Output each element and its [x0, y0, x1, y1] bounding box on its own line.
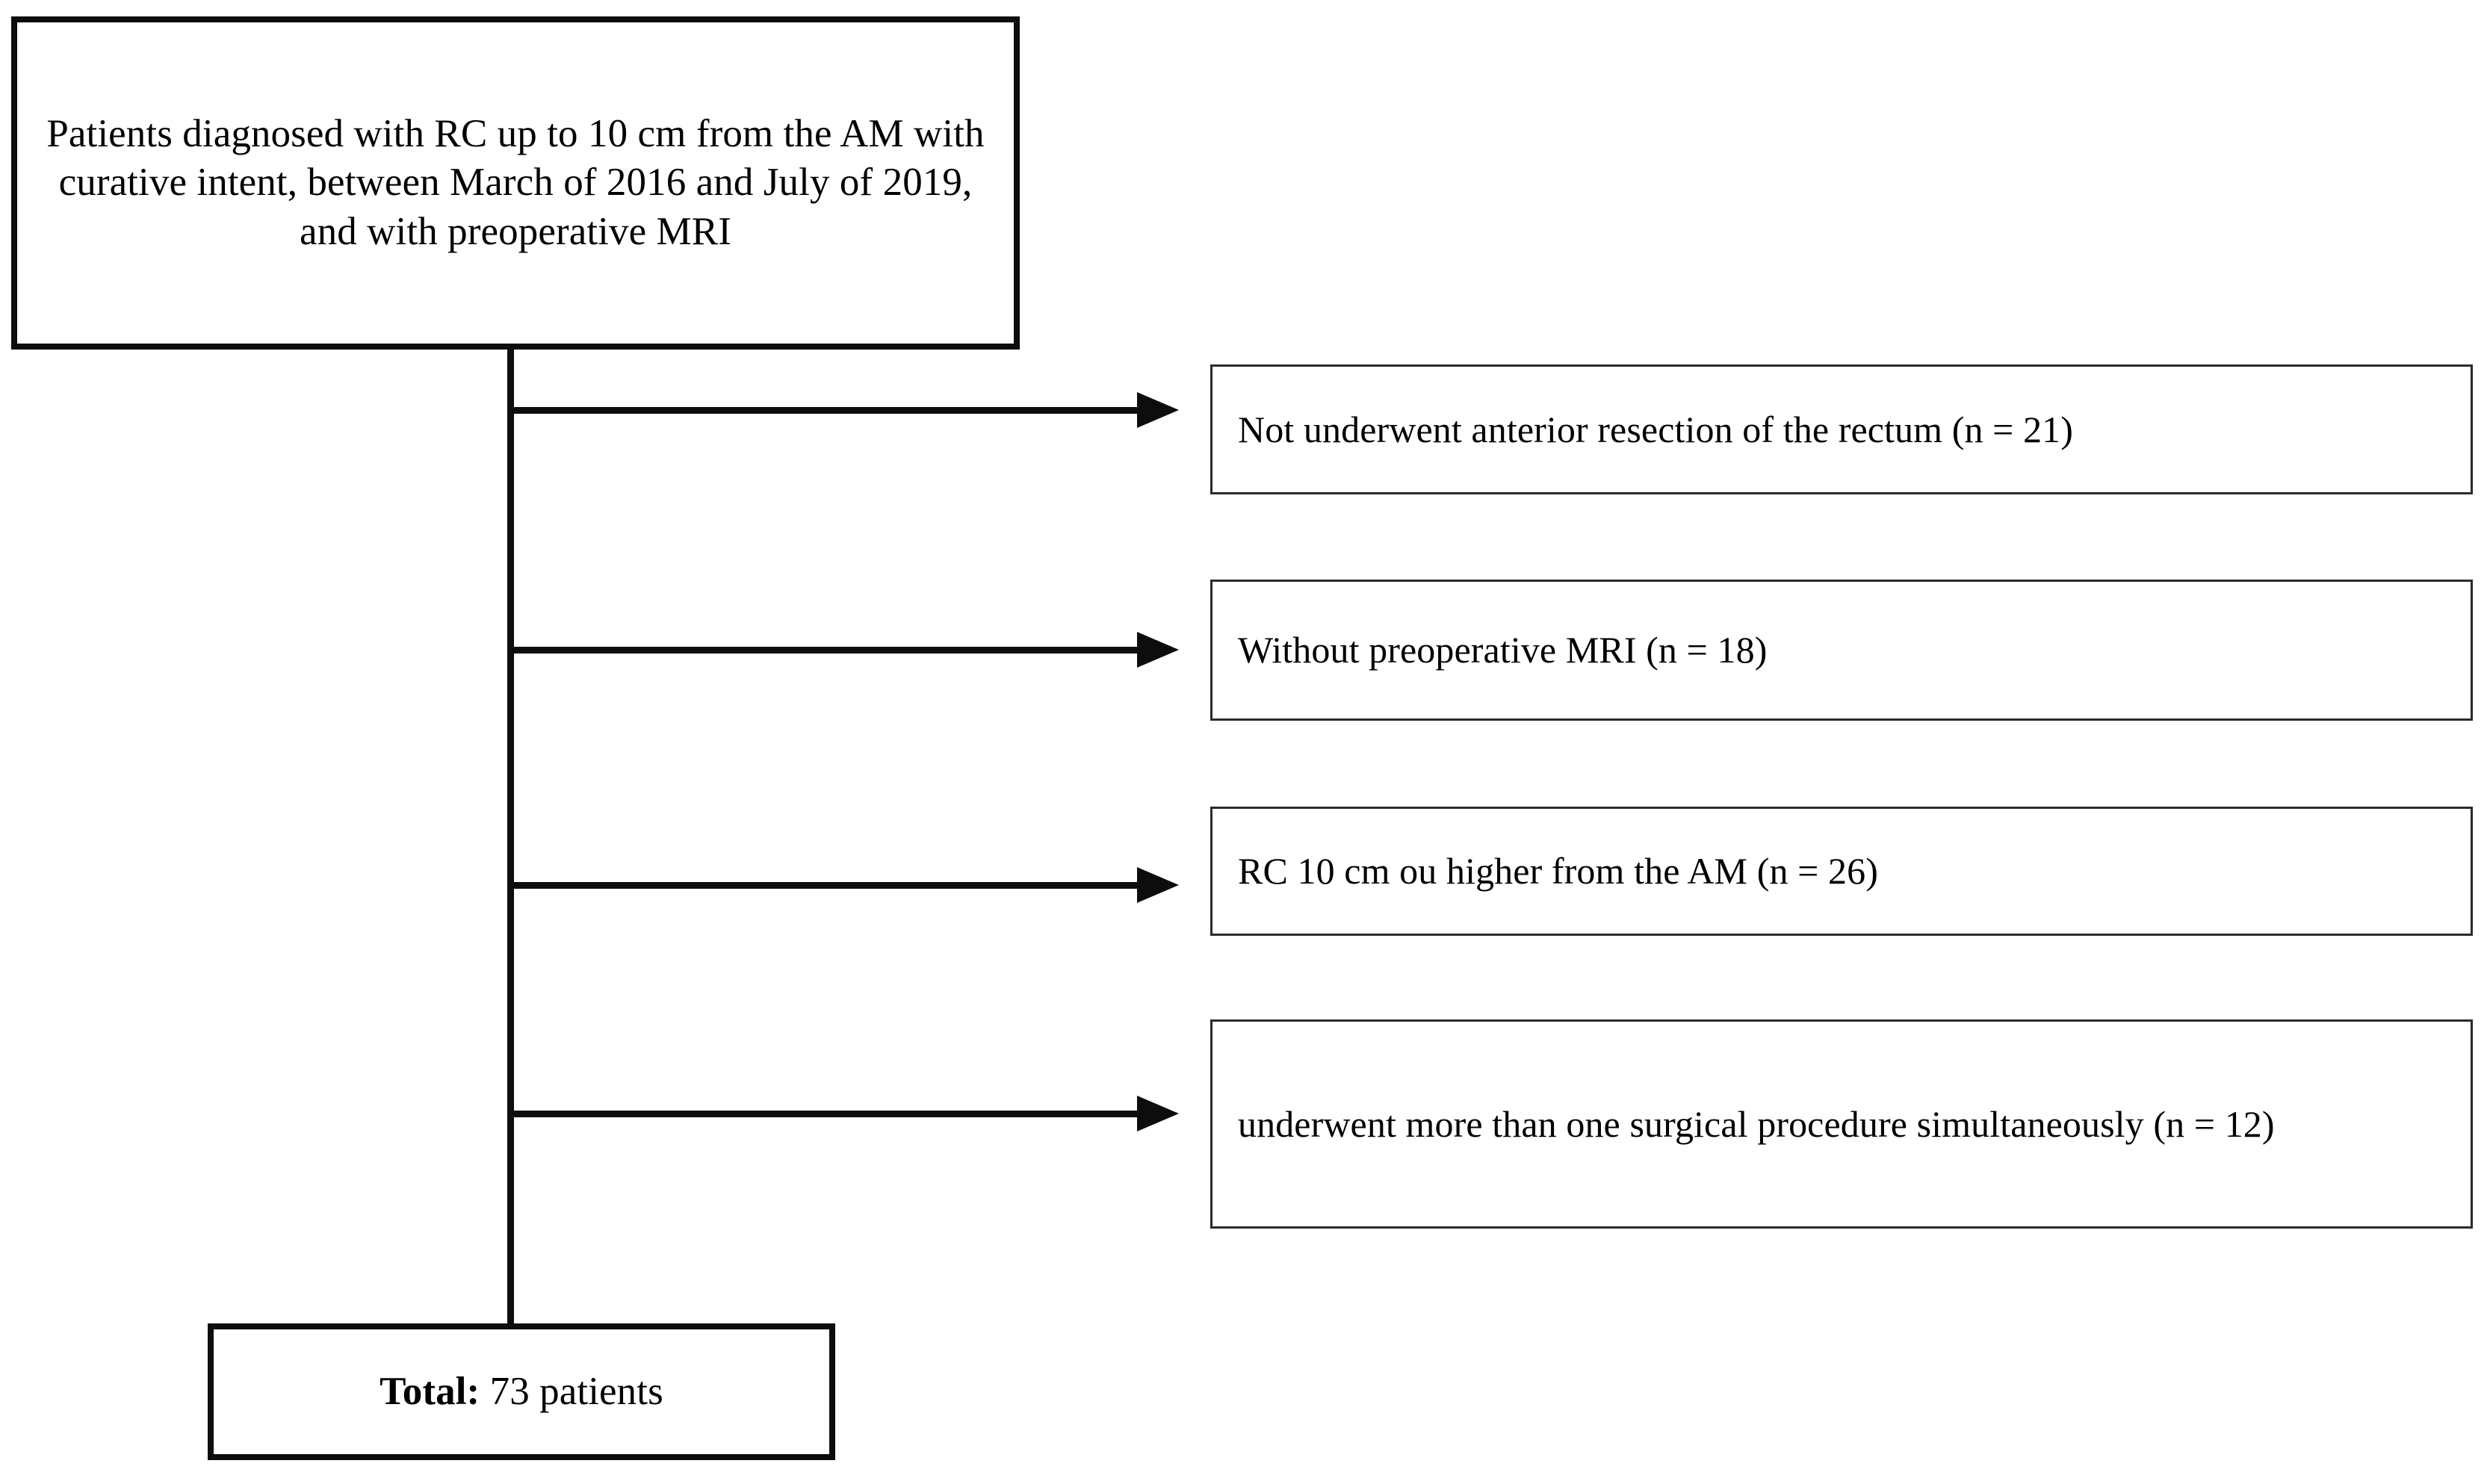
exclusion-text-1: Not underwent anterior resection of the … [1238, 408, 2074, 450]
exclusion-box-2: Without preoperative MRI (n = 18) [1210, 580, 2473, 721]
exclusion-text-4: underwent more than one surgical procedu… [1238, 1102, 2275, 1145]
total-text: Total: 73 patients [214, 1368, 829, 1415]
arrow-shaft [510, 407, 1138, 414]
exclusion-arrow-3 [510, 867, 1179, 903]
arrow-shaft [510, 1111, 1138, 1117]
arrow-head-icon [1137, 392, 1179, 428]
total-box: Total: 73 patients [208, 1323, 835, 1460]
arrow-head-icon [1137, 867, 1179, 903]
trunk-connector-line [507, 345, 514, 1328]
exclusion-box-3: RC 10 cm ou higher from the AM (n = 26) [1210, 807, 2473, 936]
exclusion-arrow-2 [510, 632, 1179, 668]
total-value: 73 patients [480, 1370, 663, 1414]
arrow-head-icon [1137, 1096, 1179, 1131]
arrow-shaft [510, 647, 1138, 653]
exclusion-arrow-1 [510, 392, 1179, 428]
exclusion-box-4: underwent more than one surgical procedu… [1210, 1019, 2473, 1229]
exclusion-box-1: Not underwent anterior resection of the … [1210, 364, 2473, 494]
total-label: Total: [380, 1370, 480, 1414]
exclusion-text-2: Without preoperative MRI (n = 18) [1238, 629, 1768, 671]
source-cohort-box: Patients diagnosed with RC up to 10 cm f… [11, 16, 1020, 350]
arrow-head-icon [1137, 632, 1179, 668]
source-cohort-text: Patients diagnosed with RC up to 10 cm f… [46, 112, 985, 253]
exclusion-arrow-4 [510, 1096, 1179, 1131]
arrow-shaft [510, 882, 1138, 889]
exclusion-text-3: RC 10 cm ou higher from the AM (n = 26) [1238, 850, 1879, 892]
